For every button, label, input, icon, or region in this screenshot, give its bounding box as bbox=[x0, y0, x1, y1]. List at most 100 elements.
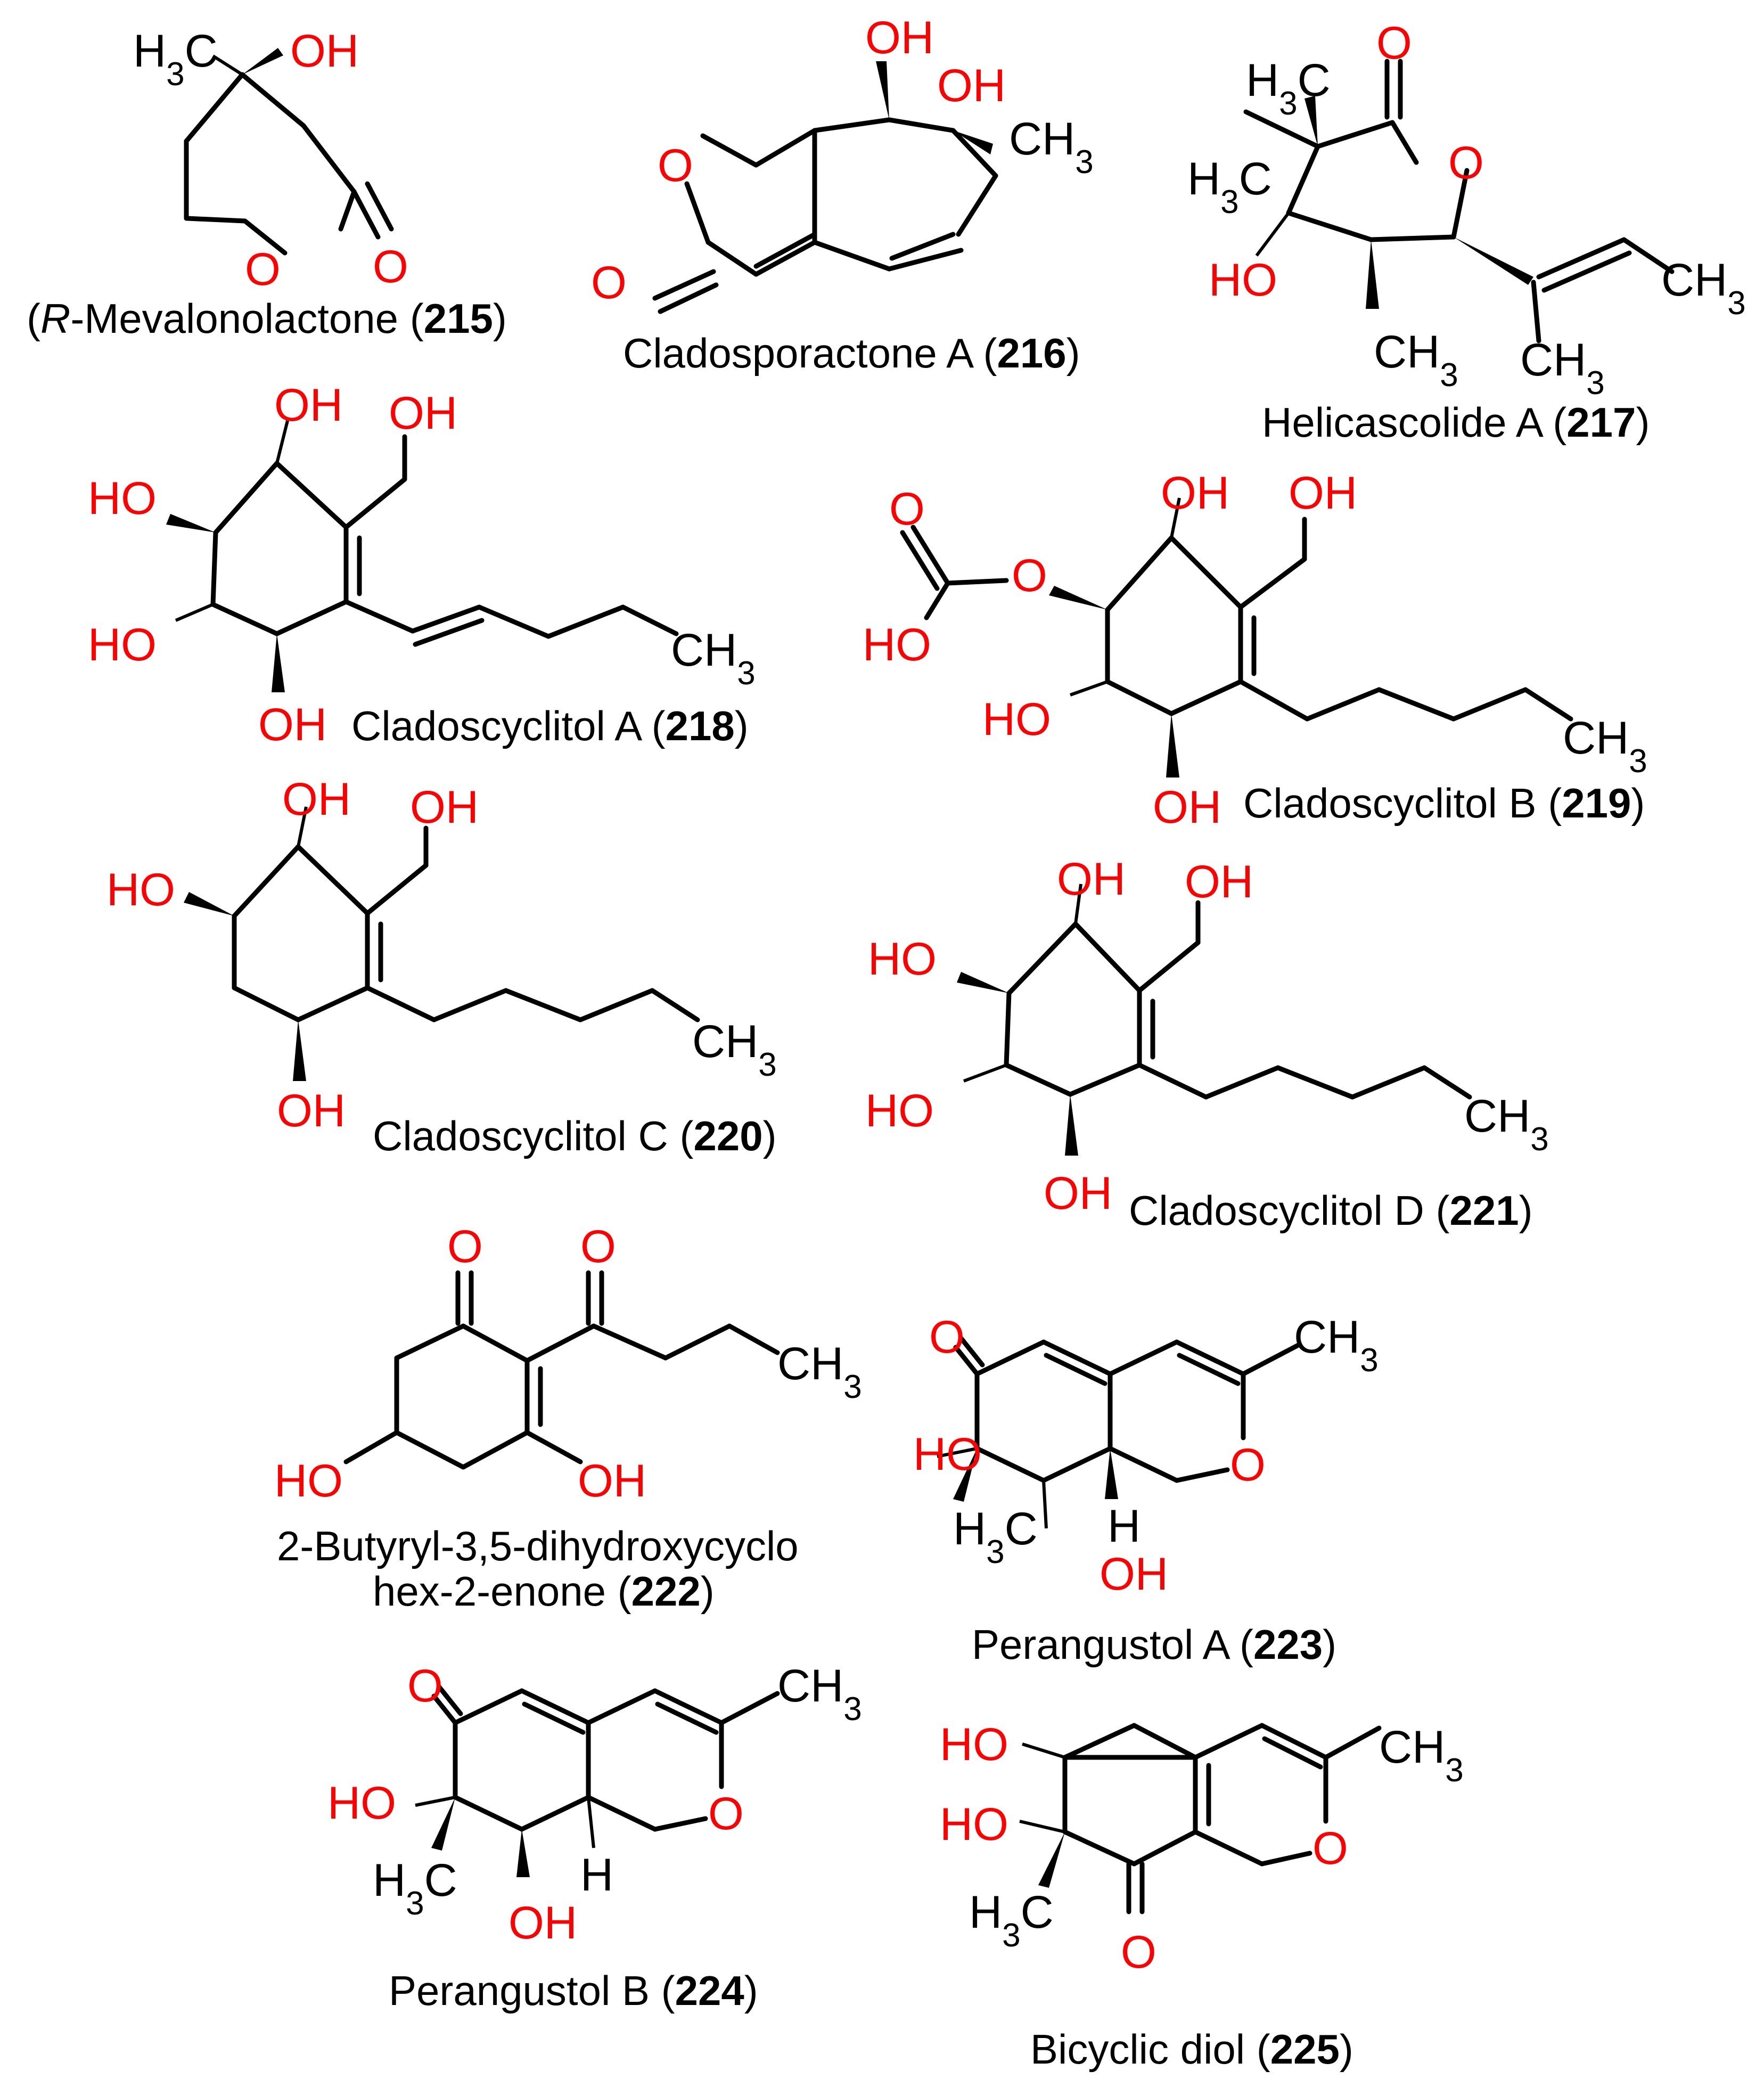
bonds-219 bbox=[900, 497, 1573, 722]
caption-215: (R-Mevalonolactone (215) bbox=[27, 295, 507, 342]
label-hydroxymethyl: OH bbox=[1289, 468, 1357, 519]
caption-216: Cladosporactone A (216) bbox=[623, 330, 1080, 377]
label-ketone-o: O bbox=[1121, 1927, 1156, 1978]
label-carbonate-o-link: O bbox=[1012, 550, 1047, 601]
label-hydroxy-left: HO bbox=[106, 864, 175, 915]
wedge-bond bbox=[166, 514, 216, 533]
label-methyl: H3C bbox=[953, 1503, 1038, 1570]
label-methyl: CH3 bbox=[692, 1016, 777, 1083]
label-hydroxy-left: HO bbox=[868, 934, 937, 985]
label-ring-oxygen: O bbox=[245, 244, 281, 295]
label-methyl-2: H3C bbox=[1187, 153, 1272, 220]
label-hydroxy-bottom: OH bbox=[258, 699, 327, 750]
label-hydroxy-left-2: HO bbox=[865, 1085, 934, 1136]
wedge-bond bbox=[1049, 586, 1107, 610]
bonds-216 bbox=[652, 117, 998, 314]
label-hydroxy-bottom: OH bbox=[1153, 782, 1221, 833]
caption-220: Cladoscyclitol C (220) bbox=[373, 1112, 777, 1159]
caption-218: Cladoscyclitol A (218) bbox=[351, 702, 749, 749]
label-hydroxymethyl: OH bbox=[1185, 856, 1253, 907]
label-ketone-o-2: O bbox=[580, 1221, 616, 1272]
caption-222-line1: 2-Butyryl-3,5-dihydroxycyclo bbox=[277, 1523, 799, 1569]
molecule-222: O O CH3 HO OH 2-Butyryl-3,5-dihydroxycyc… bbox=[274, 1221, 862, 1615]
label-carbonyl-oxygen: O bbox=[1376, 18, 1412, 69]
label-carbonyl-oxygen: O bbox=[591, 257, 627, 308]
label-methyl-top: CH3 bbox=[1294, 1312, 1379, 1379]
wedge-bond bbox=[1304, 96, 1318, 146]
bonds-223 bbox=[937, 1336, 1302, 1529]
label-methyl: H3C bbox=[373, 1855, 457, 1922]
caption-224: Perangustol B (224) bbox=[389, 1967, 758, 2014]
label-hydroxy-2: HO bbox=[940, 1799, 1008, 1850]
label-methyl-top: CH3 bbox=[777, 1660, 862, 1728]
label-methyl: CH3 bbox=[671, 625, 756, 692]
label-methyl-5: CH3 bbox=[1661, 255, 1746, 322]
label-hydroxy: OH bbox=[290, 26, 359, 77]
label-hydroxy-1: HO bbox=[274, 1455, 343, 1507]
label-hydroxy-left: HO bbox=[88, 473, 157, 524]
label-ketone-o: O bbox=[407, 1660, 443, 1712]
molecule-225: HO CH3 HO O H3C O Bicyclic diol (225) bbox=[940, 1719, 1464, 2073]
label-methyl-4: CH3 bbox=[1520, 334, 1605, 402]
label-hydroxy-bottom: OH bbox=[1044, 1168, 1112, 1219]
caption-221: Cladoscyclitol D (221) bbox=[1129, 1187, 1533, 1234]
wedge-bond bbox=[953, 130, 993, 154]
caption-217: Helicascolide A (217) bbox=[1262, 399, 1650, 446]
label-hydroxy-top: OH bbox=[282, 774, 351, 825]
label-methyl: H3C bbox=[133, 26, 218, 93]
label-ring-oxygen: O bbox=[658, 140, 693, 191]
label-hydroxymethyl: OH bbox=[389, 388, 457, 439]
label-methyl: CH3 bbox=[777, 1338, 862, 1405]
bonds-215 bbox=[184, 54, 394, 256]
molecule-219: O O HO OH OH HO OH CH3 Cladoscyclitol B … bbox=[863, 468, 1647, 833]
bonds-224 bbox=[415, 1684, 780, 1848]
wedge-bond bbox=[1038, 1832, 1065, 1888]
wedge-bond bbox=[184, 892, 234, 916]
wedge-bond bbox=[1454, 237, 1533, 285]
molecule-218: OH OH HO HO OH CH3 Cladoscyclitol A (218… bbox=[88, 380, 756, 750]
wedge-bond bbox=[1105, 1448, 1118, 1499]
molecule-221: OH OH HO HO OH CH3 Cladoscyclitol D (221… bbox=[865, 854, 1549, 1234]
label-hydroxy-bottom: OH bbox=[277, 1085, 346, 1136]
bonds-220 bbox=[232, 806, 700, 1022]
label-ring-oxygen: O bbox=[1312, 1823, 1348, 1874]
label-hydroxymethyl: OH bbox=[410, 782, 479, 833]
label-hydroxy-2: OH bbox=[508, 1897, 577, 1949]
wedge-bond bbox=[431, 1797, 455, 1851]
label-hydrogen: H bbox=[580, 1849, 613, 1901]
label-methyl: CH3 bbox=[1009, 113, 1094, 181]
label-hydroxy-top: OH bbox=[1057, 854, 1126, 905]
label-methyl-1: H3C bbox=[1246, 55, 1331, 122]
label-methyl: CH3 bbox=[1563, 713, 1647, 780]
caption-225: Bicyclic diol (225) bbox=[1030, 2026, 1353, 2073]
label-hydroxy-left: HO bbox=[982, 694, 1051, 745]
caption-223: Perangustol A (223) bbox=[972, 1621, 1336, 1668]
label-hydroxy-top: OH bbox=[1161, 468, 1229, 519]
label-hydrogen: H bbox=[1107, 1501, 1141, 1552]
label-ketone-o-1: O bbox=[447, 1221, 483, 1272]
label-ring-oxygen: O bbox=[1448, 137, 1484, 189]
label-ring-oxygen: O bbox=[708, 1788, 744, 1839]
label-carbonate-o-top: O bbox=[889, 484, 925, 535]
molecule-217: O O H3C H3C HO CH3 CH3 CH3 Helicascolide… bbox=[1187, 18, 1746, 446]
caption-219: Cladoscyclitol B (219) bbox=[1243, 780, 1645, 826]
bonds-217 bbox=[1243, 59, 1675, 343]
label-ring-oxygen: O bbox=[1230, 1439, 1266, 1491]
label-hydroxy-1: HO bbox=[327, 1778, 396, 1829]
label-methyl-3: CH3 bbox=[1374, 326, 1458, 394]
molecule-220: OH OH HO OH CH3 Cladoscyclitol C (220) bbox=[106, 774, 777, 1159]
wedge-bond bbox=[242, 48, 283, 75]
bonds-222 bbox=[343, 1270, 780, 1470]
molecule-216: OH OH CH3 O O Cladosporactone A (216) bbox=[591, 12, 1094, 377]
label-carbonate-oh: HO bbox=[863, 619, 931, 670]
bonds-225 bbox=[1019, 1723, 1382, 1914]
wedge-bond bbox=[953, 1448, 977, 1502]
wedge-bond bbox=[1366, 240, 1379, 309]
wedge-bond bbox=[516, 1829, 530, 1877]
label-methyl: CH3 bbox=[1464, 1091, 1549, 1158]
wedge-bond bbox=[293, 1020, 306, 1081]
label-hydroxy-2: OH bbox=[937, 60, 1006, 111]
label-methyl: H3C bbox=[969, 1887, 1054, 1954]
label-hydroxy-1: OH bbox=[865, 12, 934, 63]
